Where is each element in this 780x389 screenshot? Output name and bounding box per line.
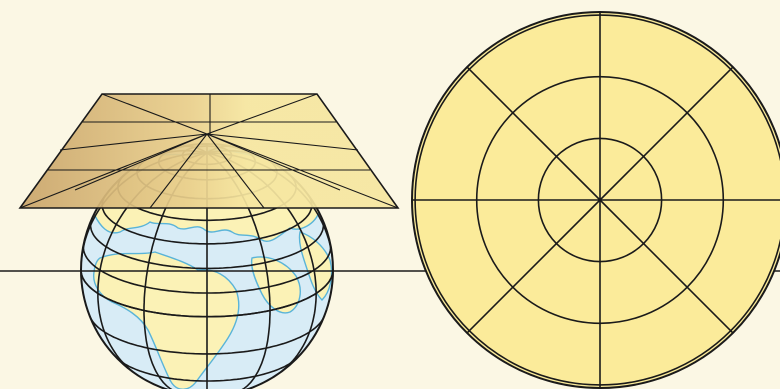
projection-plane-surface xyxy=(20,94,398,208)
projection-plane xyxy=(20,94,398,208)
polar-projection-disk xyxy=(412,12,780,388)
